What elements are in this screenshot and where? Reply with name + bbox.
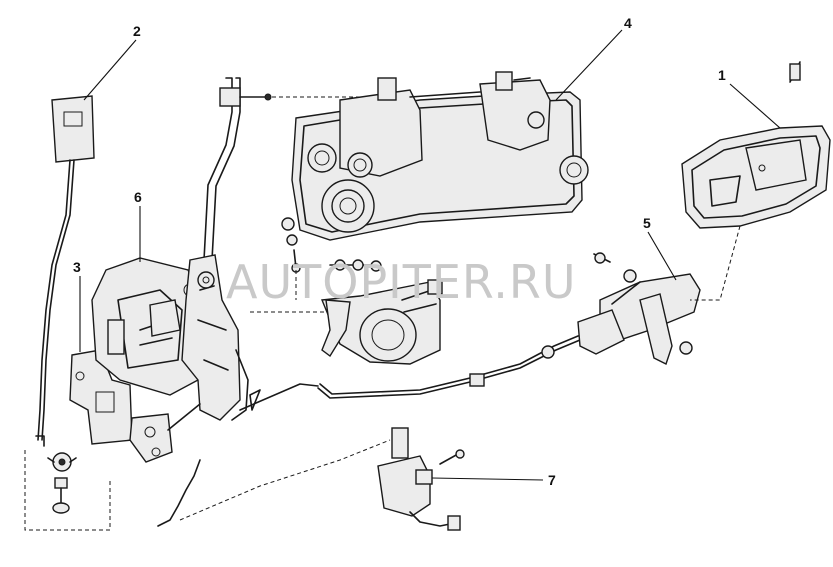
part-5-slave-cylinder (577, 252, 701, 365)
watermark-text: AUTOPITER.RU (226, 255, 577, 309)
master-cylinder (250, 279, 443, 365)
part-4-plate (291, 71, 589, 241)
lower-linkage (157, 439, 391, 527)
hydraulic-line (239, 335, 581, 411)
leader-4 (555, 29, 623, 101)
leader-5 (647, 231, 677, 281)
part-2-bracket (35, 95, 95, 447)
part-6-bracket (91, 257, 203, 396)
part-7-sensor (377, 427, 465, 531)
leader-7 (431, 477, 544, 481)
pedal-assembly (129, 254, 261, 463)
callout-7: 7 (548, 472, 556, 488)
bolt-set-center (281, 217, 382, 300)
callout-4: 4 (624, 15, 632, 31)
callout-1: 1 (718, 67, 726, 83)
fastener-stack (24, 450, 111, 531)
callout-6: 6 (134, 189, 142, 205)
leader-1 (729, 83, 781, 129)
callout-5: 5 (643, 215, 651, 231)
leader-2 (83, 39, 137, 101)
callout-3: 3 (73, 259, 81, 275)
part-1-cover (681, 61, 831, 301)
callout-2: 2 (133, 23, 141, 39)
